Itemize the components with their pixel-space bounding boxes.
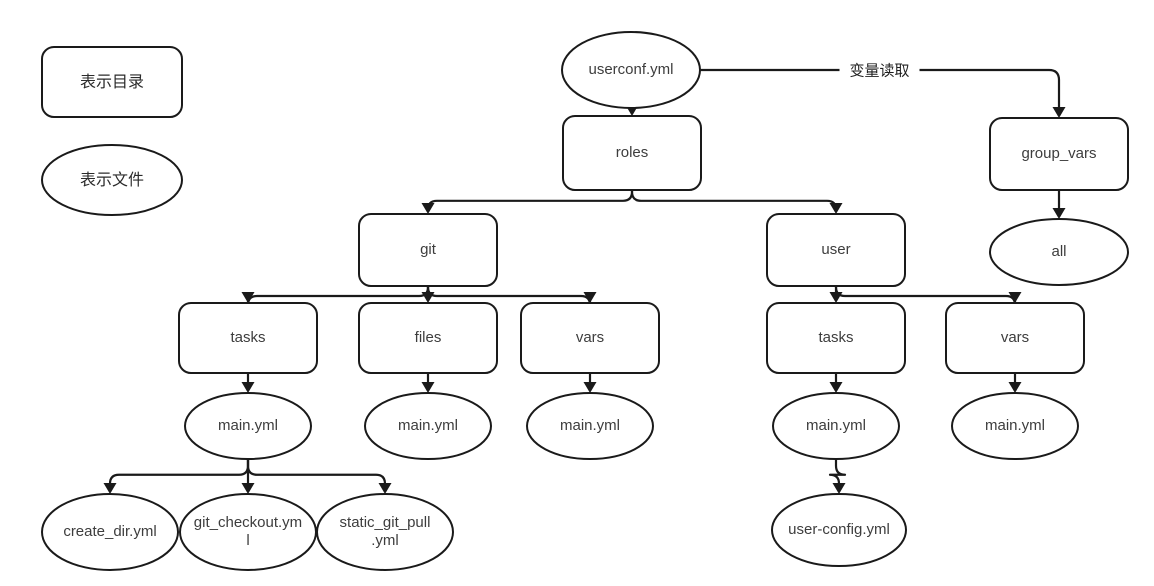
node-shape-rounded-rect [178,302,318,374]
node-label: git [420,241,437,258]
node-git-tasks-main[interactable]: main.yml [184,392,312,460]
edge-e-main-createdir [108,459,250,492]
node-shape-ellipse [364,392,492,460]
arrowhead-icon [241,292,255,303]
node-roles[interactable]: roles [562,115,702,191]
node-label: 表示目录 [80,72,144,91]
node-git-tasks[interactable]: tasks [178,302,318,374]
arrowhead-icon [1052,107,1066,118]
node-legend-dir[interactable]: 表示目录 [41,46,183,118]
node-git-files[interactable]: files [358,302,498,374]
node-userconf[interactable]: userconf.yml [561,31,701,109]
node-label: create_dir.yml [63,523,156,540]
node-label: main.yml [398,417,458,434]
node-user-config[interactable]: user-config.yml [771,493,907,567]
node-shape-ellipse [41,144,183,216]
node-shape-rounded-rect [989,117,1129,191]
node-label: group_vars [1021,145,1096,162]
arrowhead-icon [421,203,435,214]
arrowhead-icon [1052,208,1066,219]
arrowhead-icon [241,382,255,393]
edge-e-userconf-groupvars [700,68,1061,116]
edge-label-layer: 变量读取 [839,59,920,81]
arrowhead-icon [421,382,435,393]
node-label: tasks [818,329,853,346]
node-create-dir[interactable]: create_dir.yml [41,493,179,571]
node-shape-ellipse [951,392,1079,460]
edge-e-main-staticgitpull [246,459,387,492]
node-group_vars[interactable]: group_vars [989,117,1129,191]
edge-e-roles-git [426,190,634,212]
node-git-files-main[interactable]: main.yml [364,392,492,460]
edge-e-roles-user [630,190,838,212]
arrowhead-icon [583,292,597,303]
node-shape-rounded-rect [766,302,906,374]
arrowhead-icon [378,483,392,494]
edge-label-background [839,59,920,81]
node-label: main.yml [218,417,278,434]
node-git[interactable]: git [358,213,498,287]
node-shape-ellipse [771,493,907,567]
arrowhead-icon [1008,292,1022,303]
arrowhead-icon [829,203,843,214]
node-shape-ellipse [41,493,179,571]
node-label: userconf.yml [588,61,673,78]
node-static-git-pull[interactable]: static_git_pull.yml [316,493,454,571]
node-label: all [1051,243,1066,260]
arrowhead-icon [1008,382,1022,393]
edge-label-e-userconf-groupvars: 变量读取 [849,62,909,80]
node-user-vars-main[interactable]: main.yml [951,392,1079,460]
node-label: roles [616,144,649,161]
node-legend-file[interactable]: 表示文件 [41,144,183,216]
node-shape-rounded-rect [945,302,1085,374]
node-label: user [821,241,850,258]
arrowhead-icon [103,483,117,494]
node-shape-ellipse [772,392,900,460]
node-user-tasks-main[interactable]: main.yml [772,392,900,460]
arrowhead-icon [583,382,597,393]
node-all[interactable]: all [989,218,1129,286]
node-shape-ellipse [561,31,701,109]
node-user-vars[interactable]: vars [945,302,1085,374]
node-label: vars [1001,329,1029,346]
edge-e-main-userconfig [828,459,847,492]
node-label: main.yml [560,417,620,434]
node-shape-ellipse [316,493,454,571]
arrowhead-icon [832,483,846,494]
node-user[interactable]: user [766,213,906,287]
node-label: vars [576,329,604,346]
node-label: main.yml [806,417,866,434]
arrowhead-icon [241,483,255,494]
node-git-vars-main[interactable]: main.yml [526,392,654,460]
node-shape-rounded-rect [41,46,183,118]
node-label: tasks [230,329,265,346]
node-shape-rounded-rect [562,115,702,191]
node-git-vars[interactable]: vars [520,302,660,374]
node-user-tasks[interactable]: tasks [766,302,906,374]
node-label: user-config.yml [788,521,890,538]
arrowhead-icon [829,382,843,393]
node-shape-rounded-rect [358,213,498,287]
node-label: files [415,329,442,346]
node-label: main.yml [985,417,1045,434]
node-shape-rounded-rect [766,213,906,287]
node-shape-ellipse [989,218,1129,286]
node-shape-ellipse [184,392,312,460]
node-shape-ellipse [526,392,654,460]
arrowhead-icon [421,292,435,303]
node-shape-rounded-rect [520,302,660,374]
arrowhead-icon [829,292,843,303]
node-label: 表示文件 [80,170,144,189]
edge-layer [103,68,1066,494]
node-label: static_git_pull.yml [340,514,431,549]
node-shape-rounded-rect [358,302,498,374]
